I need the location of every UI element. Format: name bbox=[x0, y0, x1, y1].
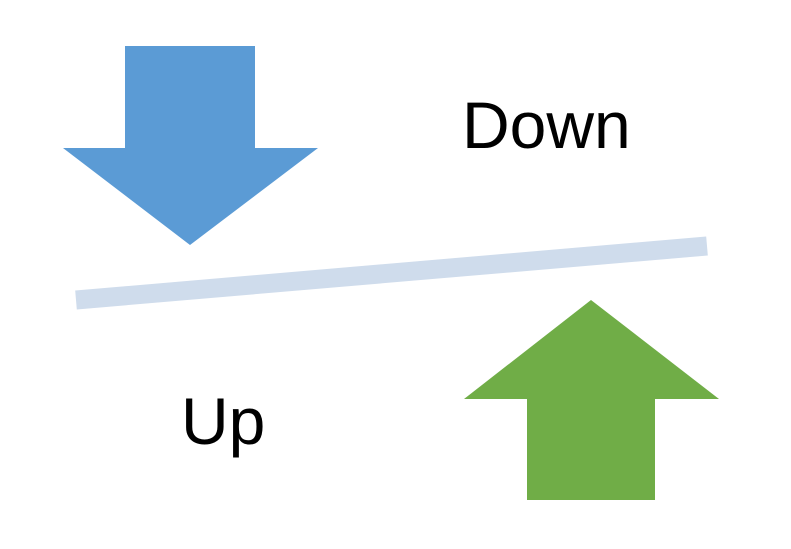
divider-line bbox=[75, 236, 708, 310]
arrow-down-icon bbox=[63, 46, 318, 245]
label-down: Down bbox=[462, 88, 631, 162]
arrow-up-icon bbox=[464, 300, 719, 500]
label-up: Up bbox=[181, 384, 266, 458]
